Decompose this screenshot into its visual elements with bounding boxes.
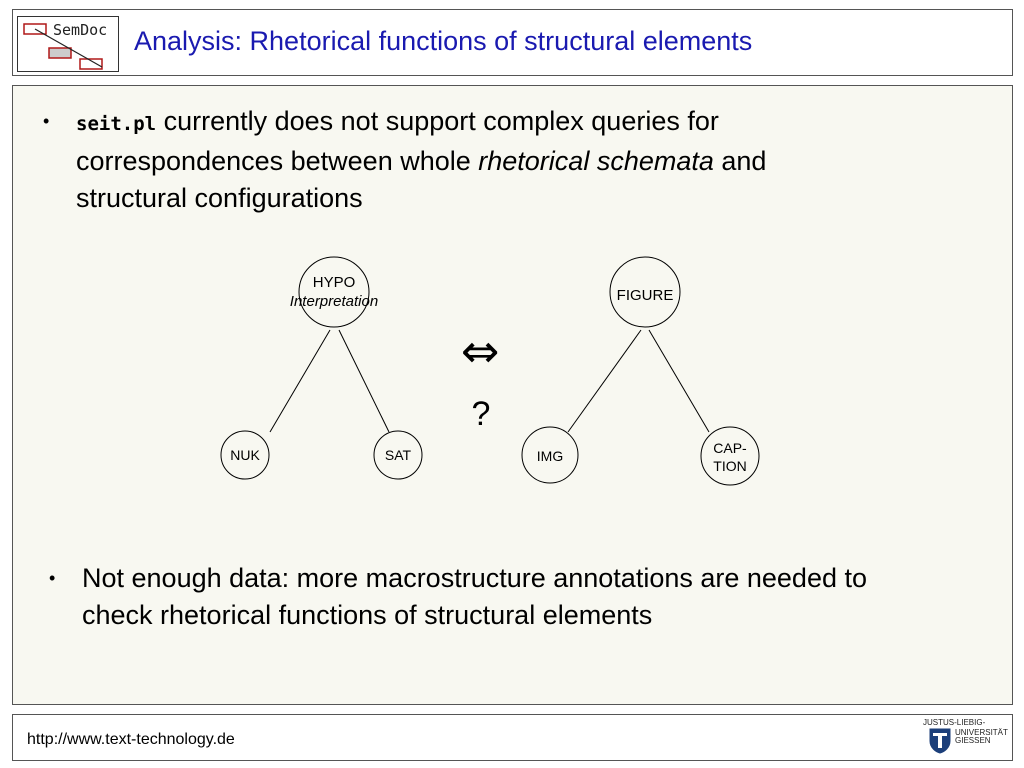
node-sat bbox=[373, 430, 423, 480]
node-nuk-label: NUK bbox=[230, 447, 260, 463]
logo-text: SemDoc bbox=[53, 21, 108, 39]
node-caption-label-1: CAP- bbox=[713, 440, 747, 456]
bullet-1-text-a: currently does not support complex queri… bbox=[76, 106, 719, 176]
semdoc-logo: SemDoc bbox=[17, 16, 119, 72]
slide-title: Analysis: Rhetorical functions of struct… bbox=[134, 26, 753, 56]
bullet-text-1: seit.pl currently does not support compl… bbox=[76, 103, 863, 217]
edge-figure-img bbox=[567, 329, 642, 433]
node-nuk bbox=[220, 430, 270, 480]
slide-footer: http://www.text-technology.de JUSTUS-LIE… bbox=[12, 714, 1013, 761]
edge-figure-caption bbox=[648, 329, 710, 433]
node-figure-label: FIGURE bbox=[617, 287, 674, 304]
edge-hypo-sat bbox=[338, 329, 390, 433]
node-hypo bbox=[298, 256, 370, 328]
node-hypo-label: HYPO bbox=[313, 274, 356, 291]
node-hypo-sublabel: Interpretation bbox=[290, 293, 378, 310]
node-img bbox=[521, 426, 579, 484]
university-logo: JUSTUS-LIEBIG- UNIVERSITÄT GIESSEN bbox=[919, 718, 1008, 758]
slide-header: SemDoc Analysis: Rhetorical functions of… bbox=[12, 9, 1013, 76]
equivalence-arrow: ⇔ bbox=[461, 324, 500, 378]
node-caption bbox=[700, 426, 760, 486]
university-name-line-3: GIESSEN bbox=[955, 736, 991, 745]
footer-url[interactable]: http://www.text-technology.de bbox=[27, 731, 235, 748]
university-shield-icon bbox=[929, 728, 951, 754]
university-name-line-2: UNIVERSITÄT bbox=[955, 728, 1008, 737]
node-caption-label-2: TION bbox=[713, 458, 746, 474]
node-figure bbox=[609, 256, 681, 328]
node-sat-label: SAT bbox=[385, 447, 412, 463]
slide-content: • seit.pl currently does not support com… bbox=[12, 85, 1013, 705]
bullet-dot: • bbox=[43, 111, 50, 131]
edge-hypo-nuk bbox=[269, 329, 331, 433]
code-seit-pl: seit.pl bbox=[76, 113, 157, 135]
bullet-item-1: • seit.pl currently does not support com… bbox=[43, 103, 863, 217]
bullet-item-2: • Not enough data: more macrostructure a… bbox=[49, 560, 909, 634]
bullet-text-2: Not enough data: more macrostructure ann… bbox=[82, 563, 867, 630]
bullet-1-emphasis: rhetorical schemata bbox=[478, 146, 714, 176]
tree-comparison-diagram: HYPO Interpretation NUK SAT ⇔ ? FIGURE I… bbox=[220, 256, 760, 486]
bullet-1-text-b: and structural configurations bbox=[76, 146, 767, 213]
semdoc-logo-graphic bbox=[23, 23, 103, 70]
question-mark: ? bbox=[472, 395, 491, 433]
university-name-line-1: JUSTUS-LIEBIG- bbox=[923, 718, 986, 727]
node-img-label: IMG bbox=[537, 448, 563, 464]
bullet-dot: • bbox=[49, 568, 56, 588]
